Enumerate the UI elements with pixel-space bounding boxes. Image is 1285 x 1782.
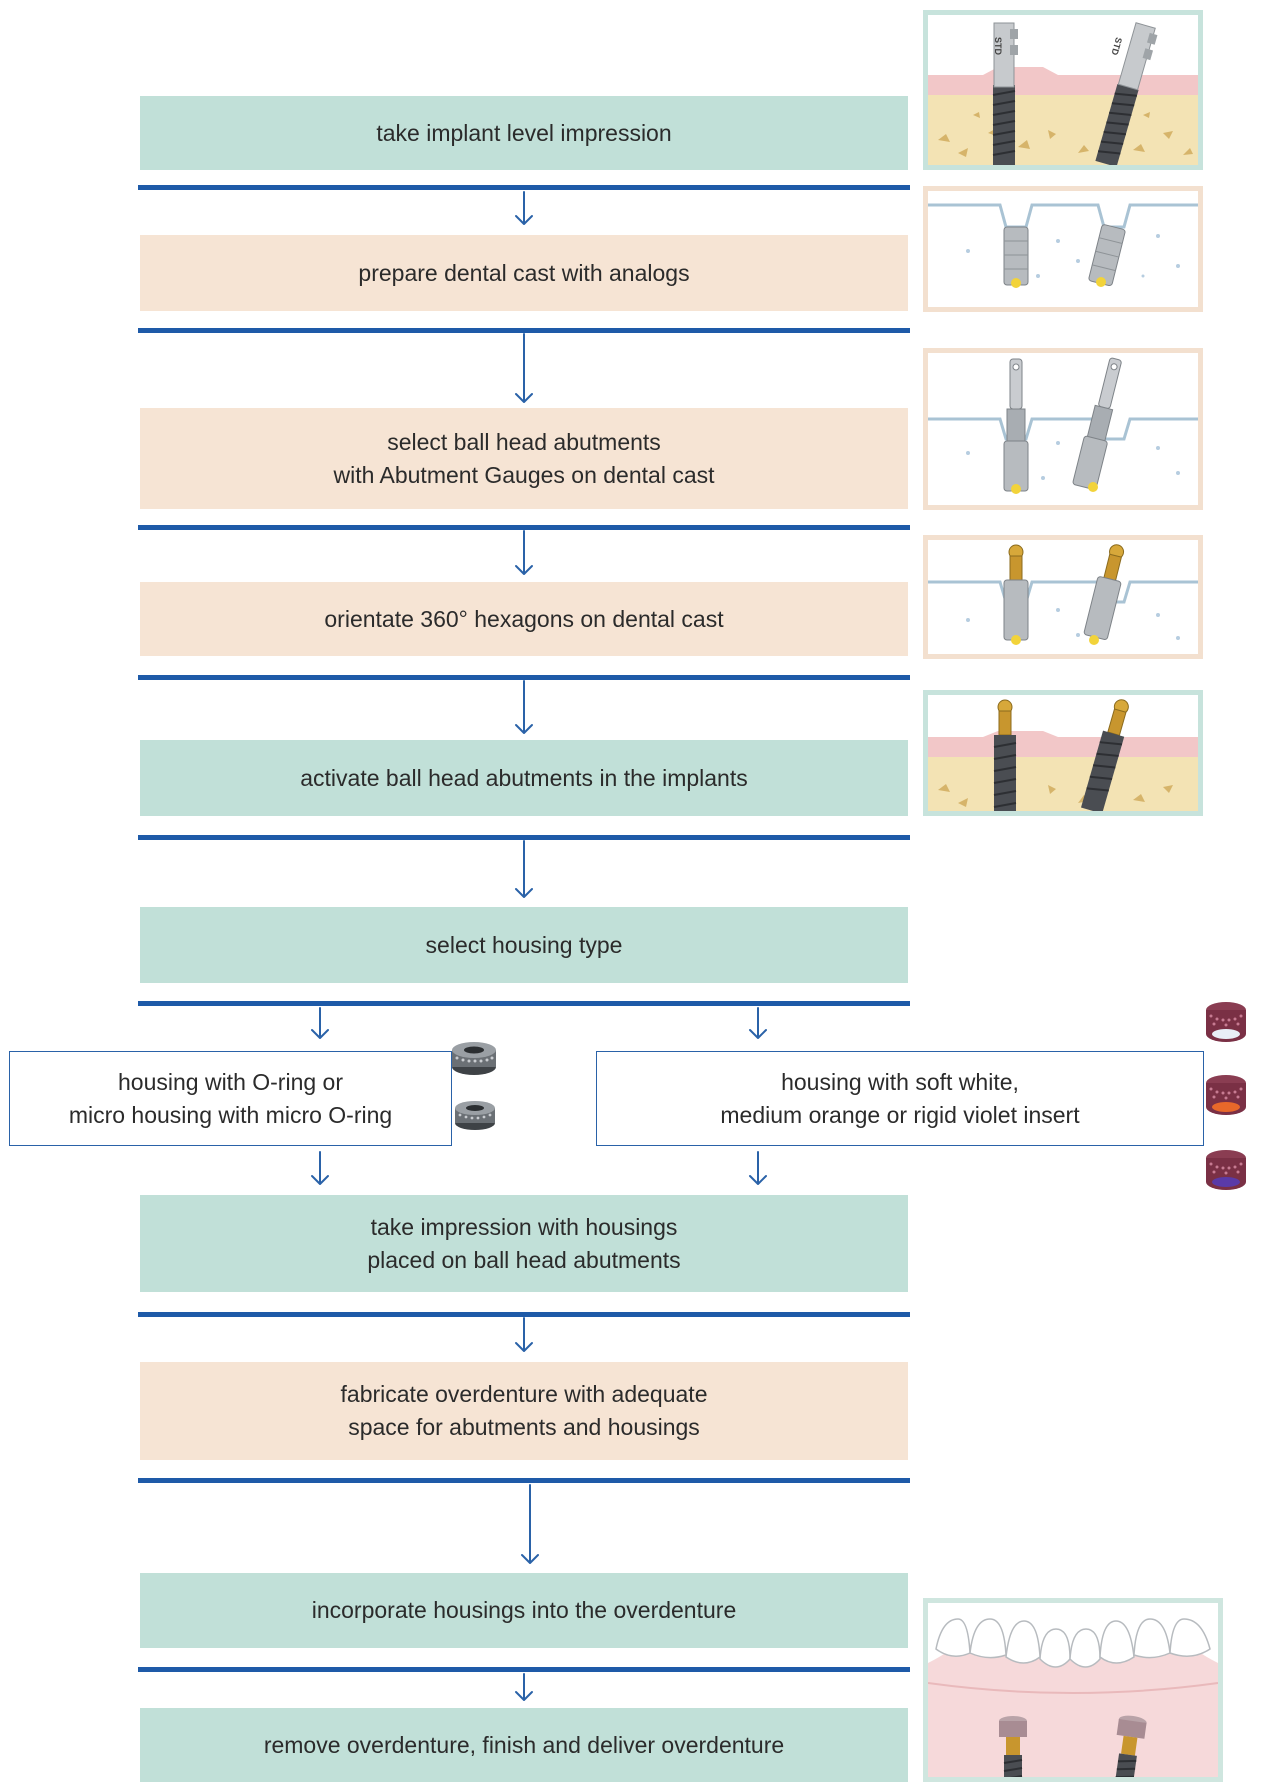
abutment-gauges-illustration: [923, 348, 1203, 510]
housing-orange-insert-icon: [1206, 1075, 1246, 1115]
divider-bar: [138, 1001, 910, 1006]
arrow-icon: [515, 1673, 533, 1701]
oriented-hexagons-illustration: [923, 535, 1203, 659]
step-remove-deliver-overdenture: remove overdenture, finish and deliver o…: [140, 1708, 908, 1782]
overdenture-illustration: [923, 1598, 1223, 1782]
step-label: remove overdenture, finish and deliver o…: [263, 1731, 785, 1758]
option-label: housing with soft white, medium orange o…: [720, 1068, 1080, 1128]
step-select-ball-head-abutments: select ball head abutments with Abutment…: [140, 408, 908, 509]
o-ring-housing-icon: [452, 1042, 496, 1075]
step-fabricate-overdenture: fabricate overdenture with adequate spac…: [140, 1362, 908, 1460]
step-incorporate-housings: incorporate housings into the overdentur…: [140, 1573, 908, 1648]
step-prepare-dental-cast: prepare dental cast with analogs: [140, 235, 908, 311]
arrow-icon: [515, 680, 533, 734]
abutments-in-implants-illustration: [923, 690, 1203, 816]
divider-bar: [138, 675, 910, 680]
option-insert-housing: housing with soft white, medium orange o…: [596, 1051, 1204, 1146]
step-label: take impression with housings placed on …: [367, 1213, 681, 1273]
step-label: select ball head abutments with Abutment…: [333, 428, 715, 488]
arrow-icon: [515, 530, 533, 575]
step-activate-abutments: activate ball head abutments in the impl…: [140, 740, 908, 816]
step-orientate-hexagons: orientate 360° hexagons on dental cast: [140, 582, 908, 656]
step-label: select housing type: [425, 931, 623, 958]
dental-cast-analogs-illustration: [923, 186, 1203, 312]
step-label: incorporate housings into the overdentur…: [311, 1597, 737, 1623]
step-label: orientate 360° hexagons on dental cast: [324, 605, 724, 632]
arrow-icon: [749, 1151, 767, 1185]
micro-o-ring-housing-icon: [455, 1101, 495, 1130]
step-select-housing-type: select housing type: [140, 907, 908, 983]
divider-bar: [138, 1478, 910, 1483]
divider-bar: [138, 525, 910, 530]
arrow-icon: [515, 333, 533, 403]
step-label: prepare dental cast with analogs: [358, 259, 690, 286]
housing-white-insert-icon: [1206, 1002, 1246, 1042]
arrow-icon: [515, 191, 533, 225]
step-take-impression-housings: take impression with housings placed on …: [140, 1195, 908, 1292]
divider-bar: [138, 1312, 910, 1317]
divider-bar: [138, 185, 910, 190]
arrow-icon: [311, 1151, 329, 1185]
arrow-icon: [515, 840, 533, 898]
step-label: activate ball head abutments in the impl…: [300, 764, 748, 791]
step-take-implant-impression: take implant level impression: [140, 96, 908, 170]
arrow-icon: [521, 1484, 539, 1564]
divider-bar: [138, 1667, 910, 1672]
divider-bar: [138, 328, 910, 333]
arrow-icon: [515, 1317, 533, 1352]
arrow-icon: [311, 1007, 329, 1039]
step-label: take implant level impression: [376, 119, 672, 146]
option-label: housing with O-ring or micro housing wit…: [68, 1068, 393, 1128]
arrow-icon: [749, 1007, 767, 1039]
step-label: fabricate overdenture with adequate spac…: [340, 1381, 708, 1440]
option-o-ring-housing: housing with O-ring or micro housing wit…: [9, 1051, 452, 1146]
impression-posts-illustration: STD STD: [923, 10, 1203, 170]
impression-post-label: STD: [993, 37, 1003, 55]
divider-bar: [138, 835, 910, 840]
housing-violet-insert-icon: [1206, 1150, 1246, 1190]
